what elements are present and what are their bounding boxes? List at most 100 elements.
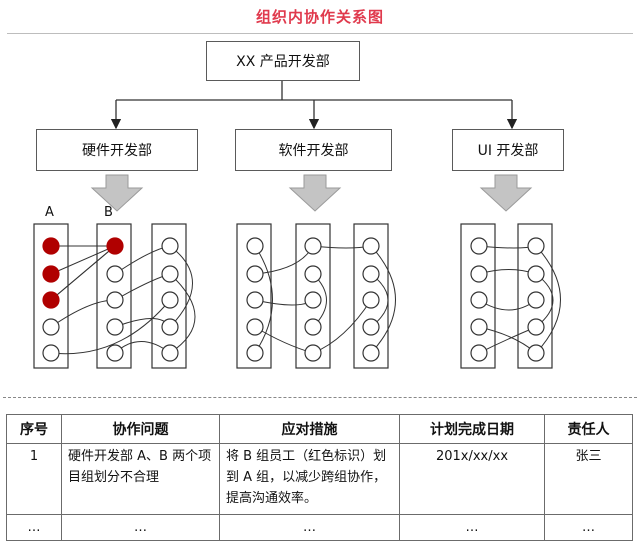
- group-label-b: B: [104, 205, 113, 220]
- collaboration-line: [50, 245, 116, 275]
- member-node: [304, 237, 322, 255]
- cell-issue: 硬件开发部 A、B 两个项目组划分不合理: [61, 443, 220, 515]
- header-due-date: 计划完成日期: [399, 414, 545, 444]
- collaboration-line: [370, 245, 396, 354]
- down-arrows: [90, 174, 533, 212]
- cell-due-date: 201x/xx/xx: [399, 443, 545, 515]
- collaboration-line: [114, 273, 171, 301]
- table-row: 1 硬件开发部 A、B 两个项目组划分不合理 将 B 组员工（红色标识）划到 A…: [6, 443, 633, 515]
- project-group-column: [460, 223, 496, 369]
- collaboration-line: [254, 326, 314, 354]
- member-node: [470, 237, 488, 255]
- member-node: [246, 344, 264, 362]
- group-label-a: A: [45, 205, 54, 220]
- member-node: [161, 237, 179, 255]
- collaboration-line: [169, 273, 196, 354]
- cell-owner: 张三: [544, 443, 633, 515]
- collaboration-line: [254, 245, 314, 275]
- plan-table: 序号 协作问题 应对措施 计划完成日期 责任人 1 硬件开发部 A、B 两个项目…: [6, 414, 633, 541]
- top-node-box: XX 产品开发部: [206, 41, 360, 81]
- member-node: [304, 265, 322, 283]
- member-node: [161, 318, 179, 336]
- member-node: [470, 265, 488, 283]
- member-node: [362, 344, 380, 362]
- project-group-column: [517, 223, 553, 369]
- member-node: [161, 265, 179, 283]
- header-owner: 责任人: [544, 414, 633, 444]
- project-group-column: [151, 223, 187, 369]
- project-group-column: [96, 223, 132, 369]
- collaboration-line: [50, 245, 116, 301]
- member-node: [246, 318, 264, 336]
- title-rule: [7, 33, 633, 34]
- connector-lines: [110, 80, 518, 130]
- dept-label-hardware: 硬件开发部: [82, 143, 152, 159]
- member-node: [362, 291, 380, 309]
- collaboration-line: [254, 299, 314, 306]
- cell-measure: …: [219, 514, 400, 541]
- member-node: [161, 291, 179, 309]
- member-node: [362, 237, 380, 255]
- member-node: [527, 344, 545, 362]
- member-node: [527, 318, 545, 336]
- header-index: 序号: [6, 414, 62, 444]
- dept-label-ui: UI 开发部: [477, 143, 539, 159]
- cell-due-date: …: [399, 514, 545, 541]
- cell-measure: 将 B 组员工（红色标识）划到 A 组，以减少跨组协作，提高沟通效率。: [219, 443, 400, 515]
- member-node: [304, 344, 322, 362]
- collaboration-line: [478, 299, 537, 311]
- cell-owner: …: [544, 514, 633, 541]
- table-header-row: 序号 协作问题 应对措施 计划完成日期 责任人: [6, 414, 633, 444]
- dept-label-software: 软件开发部: [278, 143, 349, 159]
- header-measure: 应对措施: [219, 414, 400, 444]
- member-node-highlighted: [106, 237, 124, 255]
- member-node: [106, 265, 124, 283]
- collaboration-line: [478, 326, 537, 354]
- collaboration-line: [50, 299, 116, 328]
- dept-box-software: 软件开发部: [235, 129, 392, 171]
- member-node: [304, 318, 322, 336]
- collaboration-line: [535, 245, 561, 354]
- cell-index: …: [6, 514, 62, 541]
- org-diagram: [33, 80, 561, 369]
- project-groups: [33, 223, 561, 369]
- member-node: [470, 344, 488, 362]
- section-divider: [3, 397, 637, 398]
- project-group-column: [295, 223, 331, 369]
- member-node: [161, 344, 179, 362]
- member-node: [106, 344, 124, 362]
- table-row: … … … … …: [6, 514, 633, 541]
- collaboration-line: [169, 245, 193, 328]
- project-group-column: [33, 223, 69, 369]
- member-node: [304, 291, 322, 309]
- member-node: [246, 265, 264, 283]
- member-node: [362, 265, 380, 283]
- cell-issue: …: [61, 514, 220, 541]
- cell-index: 1: [6, 443, 62, 515]
- collaboration-line: [114, 245, 171, 275]
- header-issue: 协作问题: [61, 414, 220, 444]
- member-node: [106, 291, 124, 309]
- collaboration-line: [50, 299, 171, 355]
- diagram-title: 组织内协作关系图: [255, 8, 384, 26]
- member-node: [362, 318, 380, 336]
- dept-box-ui: UI 开发部: [452, 129, 564, 171]
- collaboration-line: [254, 245, 273, 354]
- member-node: [470, 291, 488, 309]
- member-node: [106, 318, 124, 336]
- member-node: [246, 237, 264, 255]
- member-node: [42, 344, 60, 362]
- member-node: [42, 318, 60, 336]
- collaboration-line: [312, 299, 372, 354]
- top-node-label: XX 产品开发部: [236, 54, 330, 70]
- member-node: [527, 237, 545, 255]
- member-node: [470, 318, 488, 336]
- project-group-column: [236, 223, 272, 369]
- member-node-highlighted: [42, 237, 60, 255]
- member-node: [527, 265, 545, 283]
- member-node: [246, 291, 264, 309]
- member-node-highlighted: [42, 291, 60, 309]
- member-node-highlighted: [42, 265, 60, 283]
- dept-box-hardware: 硬件开发部: [36, 129, 198, 171]
- member-node: [527, 291, 545, 309]
